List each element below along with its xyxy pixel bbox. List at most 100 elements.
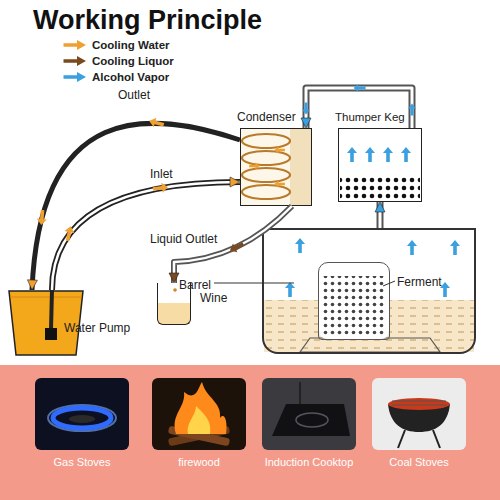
- firewood-photo: [152, 378, 246, 450]
- legend-text: Alcohol Vapor: [92, 70, 169, 84]
- node-label: Water Pump: [64, 321, 130, 335]
- water-arrow: [152, 182, 168, 194]
- arrow-head: [169, 273, 179, 283]
- water-arrow: [148, 116, 165, 130]
- legend-arrow: [64, 72, 87, 82]
- arrow-head: [27, 280, 37, 290]
- water-arrow: [63, 225, 76, 242]
- thumper-keg-box: Thumper Keg: [338, 128, 422, 202]
- heat-source-tile: Induction Cooktop: [262, 378, 356, 472]
- leader-line: [383, 281, 395, 286]
- condenser-coil: [242, 185, 290, 199]
- legend-arrow: [64, 56, 87, 66]
- condenser-fill: [240, 128, 312, 206]
- barrel-liquid: [264, 300, 474, 352]
- pipe-label: Inlet: [150, 167, 173, 181]
- water-pump: [45, 328, 57, 340]
- drip: [173, 288, 177, 292]
- node-label: Ferment: [397, 275, 442, 289]
- vapor-arrow: [354, 84, 366, 92]
- bottom-band: [0, 365, 500, 500]
- water-bucket: Water Pump: [8, 290, 84, 356]
- grill-coals: [388, 398, 450, 410]
- arrow-head: [230, 177, 240, 187]
- pipe-connector: [52, 177, 240, 290]
- coal-stove-photo: [372, 378, 466, 450]
- pipe-connector: [169, 206, 292, 283]
- pipe-bore: [379, 202, 382, 228]
- vapor-arrow: [383, 147, 393, 162]
- induction-ring: [296, 413, 328, 427]
- heat-source-tile: Coal Stoves: [372, 378, 466, 472]
- pipe-bore: [174, 206, 292, 283]
- pipe-wall: [377, 202, 384, 228]
- arrow-head: [301, 118, 311, 128]
- coil-arrow: [274, 181, 285, 188]
- barrel-liquid-texture: [264, 300, 474, 352]
- pipe-bore: [306, 88, 412, 128]
- vapor-arrow: [407, 240, 417, 255]
- vapor-arrow: [302, 102, 310, 114]
- pipe-connector: [375, 202, 385, 228]
- coil-arrow: [274, 147, 285, 154]
- gas-flame-ring: [53, 408, 111, 428]
- grill-bowl: [388, 404, 450, 432]
- node-label: Barrel: [179, 278, 211, 292]
- pump-hose: [51, 290, 52, 329]
- node-label: Coal Stoves: [372, 455, 466, 469]
- gas-burner: [69, 415, 95, 423]
- node-label: Gas Stoves: [35, 455, 129, 469]
- condenser-jacket: [290, 129, 311, 205]
- grill-bar: [392, 401, 446, 402]
- condenser-coil: [242, 134, 290, 148]
- grill-bar: [392, 405, 446, 406]
- diagram-title: Working Principle: [33, 4, 262, 36]
- wine-glass: Wine: [157, 283, 191, 325]
- pipe-wall: [306, 88, 412, 128]
- gas-stove-photo: [35, 378, 129, 450]
- leader-line: [214, 283, 294, 284]
- vapor-arrow: [295, 238, 305, 253]
- heat-source-tile: firewood: [152, 378, 246, 472]
- pipe-label: Liquid Outlet: [150, 232, 217, 246]
- firewood-log: [168, 426, 230, 447]
- heat-source-tile: Gas Stoves: [35, 378, 129, 472]
- node-label: Induction Cooktop: [262, 455, 356, 469]
- pipe-bore: [52, 182, 240, 290]
- liquor-arrow: [228, 239, 246, 255]
- vapor-arrow: [365, 147, 375, 162]
- node-label: Wine: [200, 291, 227, 305]
- legend-text: Cooling Liquor: [92, 54, 174, 68]
- node-label: Condenser: [237, 110, 296, 124]
- induction-surface: [272, 404, 350, 436]
- condenser-coil: [242, 151, 290, 165]
- pipe-wall: [32, 123, 240, 290]
- node-label: firewood: [152, 455, 246, 469]
- water-surface: [10, 297, 82, 298]
- gas-flame-glow: [48, 405, 116, 431]
- legend-text: Cooling Water: [92, 38, 170, 52]
- water-arrow: [36, 210, 47, 226]
- pipe-connector: [301, 88, 412, 128]
- ferment-grain: [322, 276, 386, 336]
- grill-leg: [398, 430, 405, 448]
- coil-arrow: [249, 163, 260, 170]
- condenser-coil: [242, 168, 290, 182]
- ferment-bag-fill: [319, 263, 389, 339]
- wine-fill: [158, 303, 190, 324]
- pipe-wall: [174, 206, 292, 283]
- condenser-box: Condenser: [240, 128, 312, 206]
- ferment-bag: Ferment: [318, 262, 390, 340]
- fire-flame: [175, 382, 227, 434]
- induction-stand: [299, 382, 301, 404]
- pipe-label: Outlet: [118, 88, 150, 102]
- legend-arrow: [64, 40, 87, 50]
- arrow-head: [375, 202, 385, 212]
- grill-leg: [433, 430, 440, 448]
